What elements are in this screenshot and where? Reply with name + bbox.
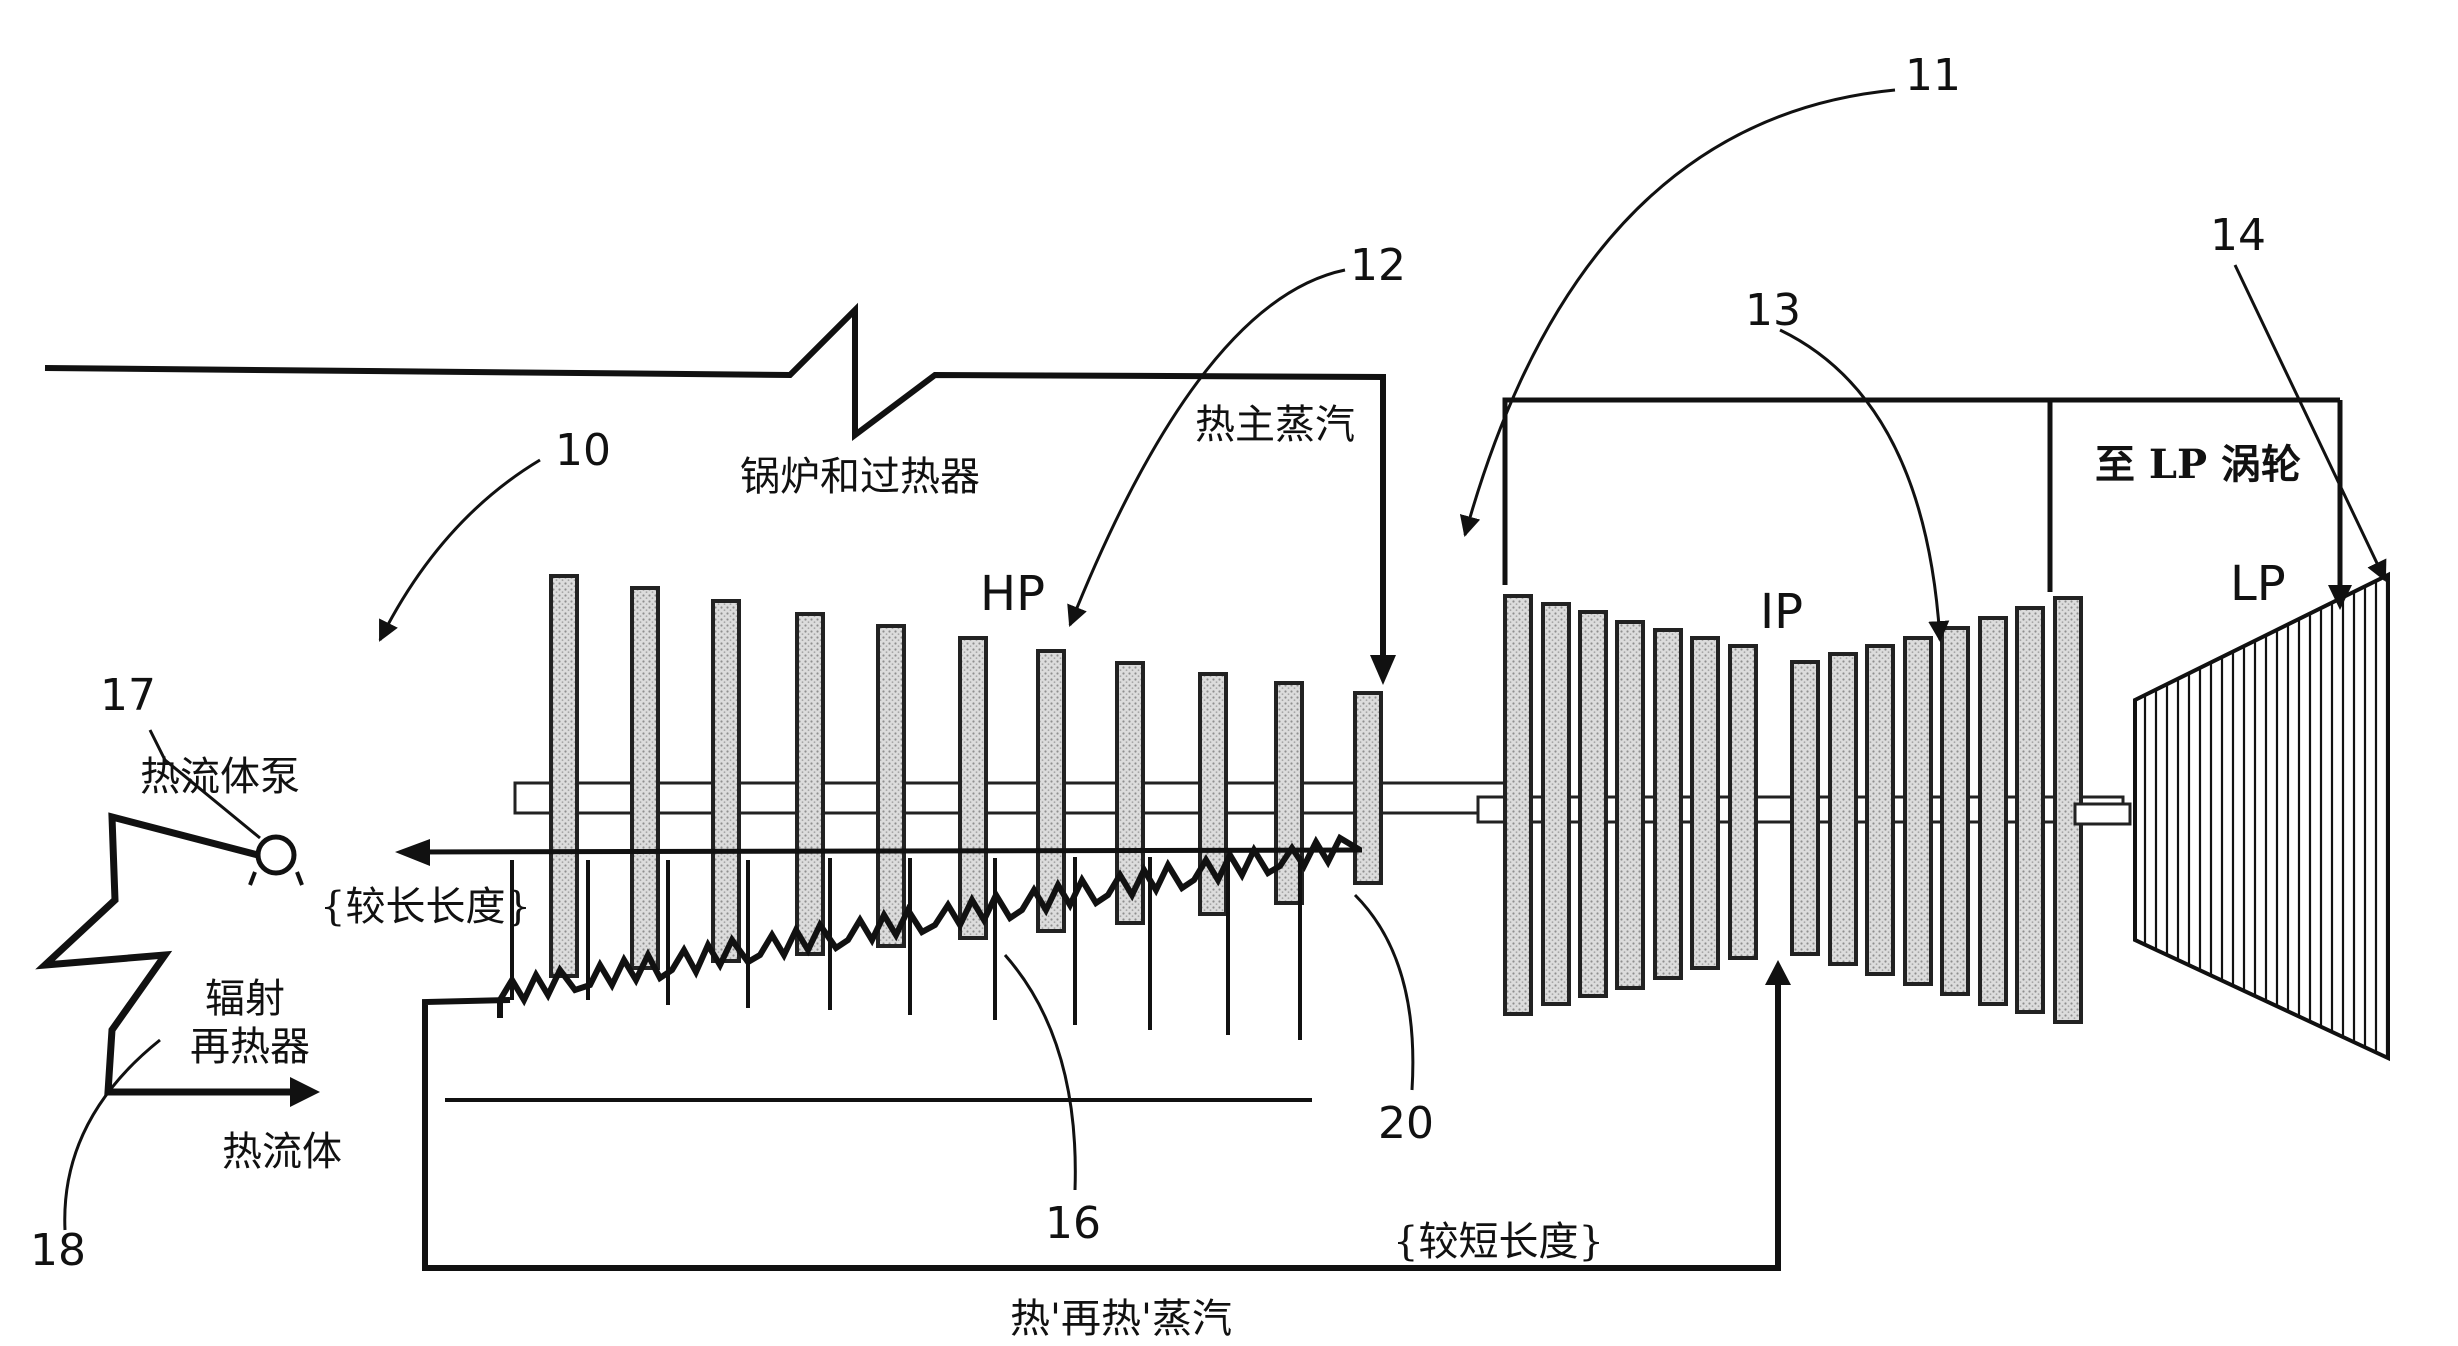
- lp-inlet-arrow: [2328, 585, 2352, 610]
- longer-length-line: [409, 847, 1363, 855]
- leader-13: [1779, 328, 1950, 643]
- label-12: 12: [1350, 240, 1406, 291]
- ip-blades-left: [1503, 594, 1758, 1016]
- label-17: 17: [100, 670, 156, 721]
- lp-hatching: [2143, 575, 2389, 1058]
- hp-blades: [549, 574, 1383, 978]
- label-18: 18: [30, 1225, 86, 1276]
- pump-base: [248, 871, 304, 886]
- leader-16: [1003, 954, 1077, 1191]
- leader-17: [148, 729, 261, 840]
- lp-label: LP: [2230, 556, 2286, 612]
- lp-turbine: [2050, 397, 2390, 1062]
- leader-12: [1067, 268, 1346, 627]
- hp-label: HP: [980, 566, 1045, 622]
- label-10: 10: [555, 425, 611, 476]
- ip-label: IP: [1760, 584, 1803, 640]
- lp-body: [2133, 571, 2390, 1062]
- leader-18: [63, 1038, 161, 1231]
- label-11: 11: [1905, 50, 1961, 101]
- ip-casing: [1502, 397, 2053, 592]
- leader-14: [2233, 264, 2387, 582]
- ip-turbine: [1476, 397, 2125, 1024]
- leader-10: [378, 458, 541, 642]
- label-16: 16: [1045, 1198, 1101, 1249]
- hot-reheat-steam-line: [422, 975, 1781, 1271]
- longer-length-label: {较长长度}: [320, 884, 531, 930]
- label-14: 14: [2210, 210, 2266, 261]
- to-lp-label: 至 LP 涡轮: [2095, 441, 2301, 488]
- hp-turbine: [395, 574, 1522, 1102]
- pump-icon: [255, 834, 297, 876]
- label-13: 13: [1745, 285, 1801, 336]
- hot-fluid-arrow: [290, 1077, 320, 1107]
- leader-11: [1459, 88, 1896, 538]
- radiant-reheater-coil: [35, 812, 310, 1096]
- leader-lines: [63, 88, 2387, 1231]
- hp-reheat-coils: [497, 833, 1362, 1018]
- hp-inner-lines: [510, 856, 1302, 1040]
- shorter-length-label: {较短长度}: [1393, 1219, 1604, 1265]
- radiant-reheater-label-1: 辐射: [205, 976, 285, 1022]
- reheat-loop: [35, 812, 1791, 1271]
- label-20: 20: [1378, 1098, 1434, 1149]
- leader-20: [1353, 893, 1415, 1091]
- radiant-reheater-label-2: 再热器: [190, 1024, 310, 1070]
- return-arrow: [395, 839, 430, 866]
- steam-inlet-arrow: [1370, 655, 1396, 685]
- boiler-steam-line: [44, 302, 1396, 685]
- lp-shaft: [2073, 802, 2132, 826]
- boiler-label: 锅炉和过热器: [740, 454, 980, 500]
- ip-inlet-arrow: [1765, 960, 1791, 985]
- hot-fluid-label: 热流体: [222, 1129, 342, 1175]
- ip-blades-right: [1790, 596, 2083, 1024]
- hot-main-steam-label: 热主蒸汽: [1195, 402, 1355, 448]
- pump-label: 热流体泵: [140, 754, 300, 800]
- hot-reheat-steam-label: 热'再热'蒸汽: [1010, 1296, 1232, 1342]
